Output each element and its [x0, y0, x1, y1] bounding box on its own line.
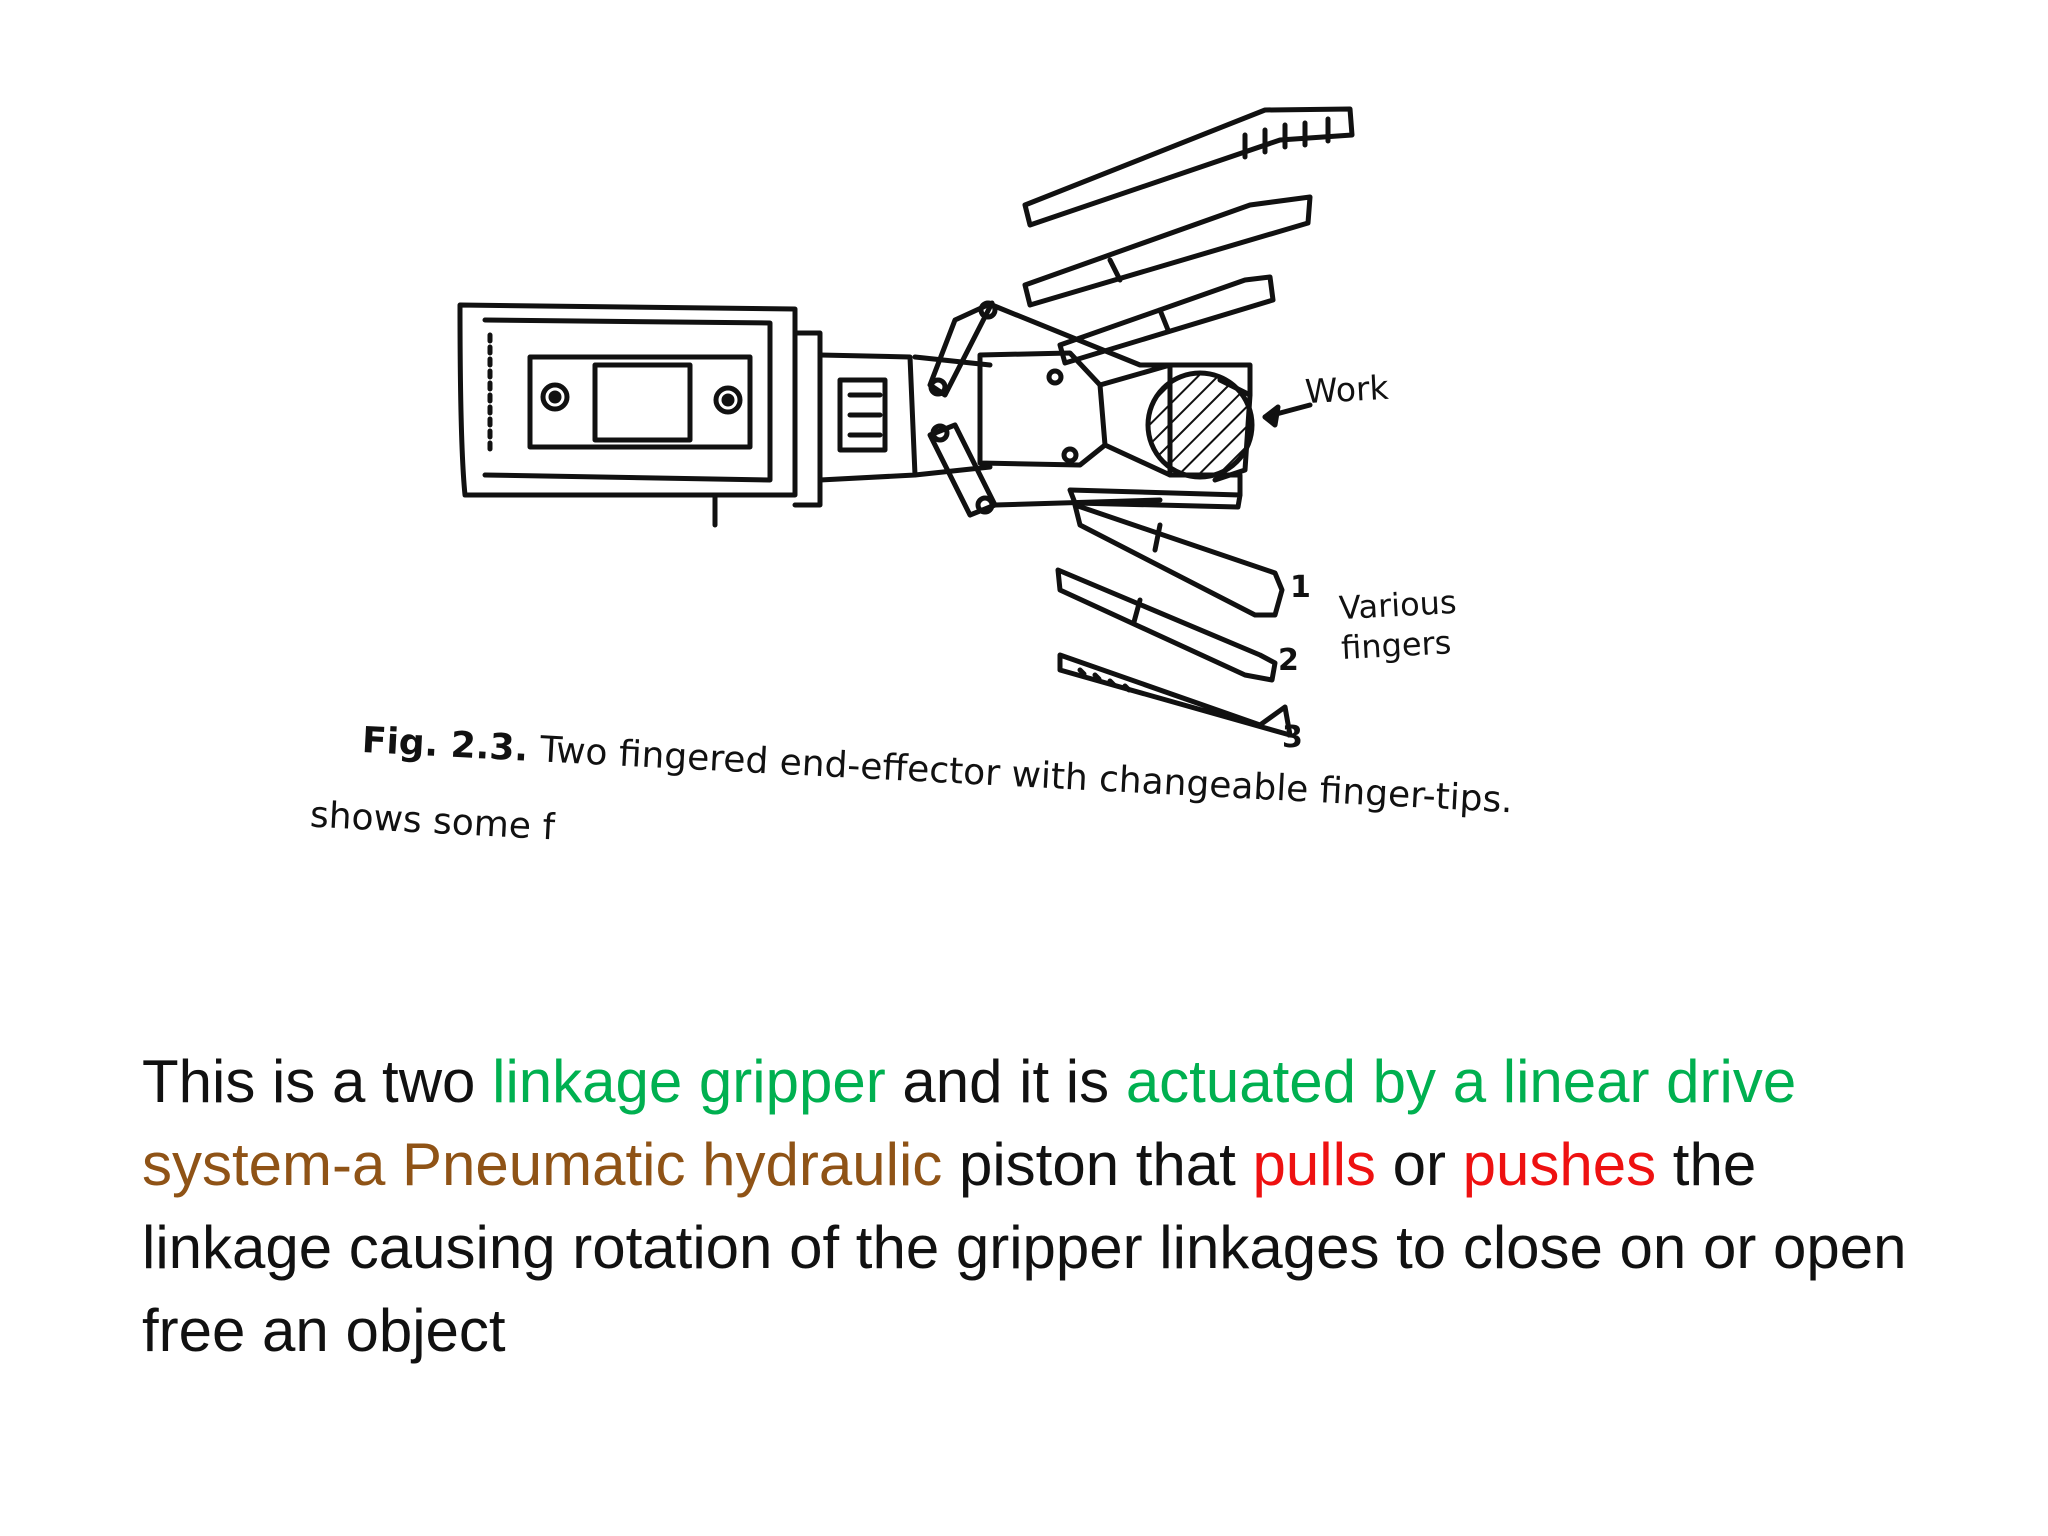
text-segment: This is a two	[142, 1048, 493, 1115]
figure-number: Fig. 2.3.	[360, 720, 530, 770]
figure-caption-text: Two fingered end-effector with changeabl…	[539, 729, 1514, 822]
jaw-and-work	[1067, 362, 1313, 510]
description-paragraph: This is a two linkage gripper and it is …	[142, 1040, 1942, 1372]
top-finger-bars	[1022, 106, 1355, 366]
gripper-body	[457, 302, 993, 528]
highlight-pulls: pulls	[1252, 1131, 1376, 1198]
highlight-pneumatic-hydraulic: system-a Pneumatic hydraulic	[142, 1131, 943, 1198]
text-segment: the linkage causing rotation of the grip…	[142, 1131, 1907, 1364]
text-segment: or	[1375, 1131, 1463, 1198]
various-fingers-line-1: Various	[1338, 582, 1458, 628]
finger-number-1: 1	[1290, 570, 1311, 605]
highlight-pushes: pushes	[1462, 1131, 1657, 1198]
various-fingers-line-2: fingers	[1340, 623, 1453, 668]
cut-off-text: shows some f	[309, 794, 557, 849]
various-fingers-label: Various fingers	[1338, 582, 1460, 668]
lower-finger-bars	[1055, 502, 1293, 738]
finger-number-3: 3	[1282, 720, 1303, 755]
gripper-drawing	[457, 106, 1355, 738]
highlight-actuated: actuated by a linear drive	[1125, 1048, 1797, 1115]
highlight-linkage-gripper: linkage gripper	[492, 1048, 886, 1115]
work-label: Work	[1304, 367, 1390, 412]
finger-number-2: 2	[1278, 643, 1299, 678]
text-segment: and it is	[885, 1048, 1126, 1115]
text-segment: piston that	[942, 1131, 1253, 1198]
cut-off-text-line: shows some f	[309, 789, 557, 852]
gripper-figure: Work 1 2 3 Various fingers Fig. 2.3.Two …	[290, 95, 1600, 855]
gripper-linkages	[927, 300, 1173, 518]
